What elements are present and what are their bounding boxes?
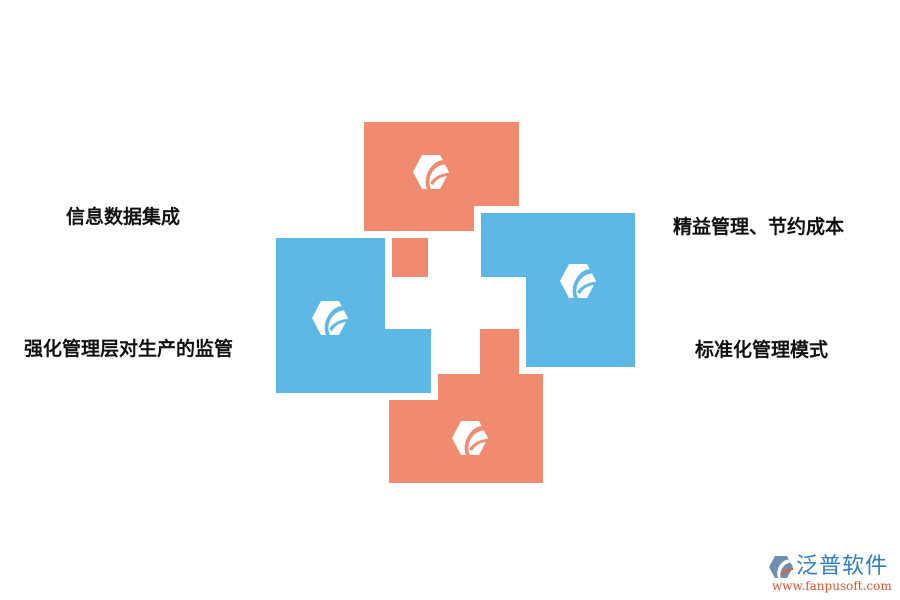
brand-hexagon-icon: [312, 301, 348, 335]
logo-url: www.fanpusoft.com: [772, 579, 892, 593]
brand-hexagon-icon: [413, 155, 449, 189]
label-info-data-integration: 信息数据集成: [66, 206, 181, 228]
fanpu-logo: 泛普软件 www.fanpusoft.com: [768, 553, 898, 593]
left-blue-ext: [385, 329, 431, 393]
small-orange-square: [392, 238, 428, 277]
fanpu-logo-icon: [769, 556, 793, 578]
brand-hexagon-icon: [452, 421, 488, 455]
brand-hexagon-icon: [560, 264, 596, 298]
right-blue-top: [481, 213, 635, 277]
label-strengthen-supervision: 强化管理层对生产的监管: [24, 338, 234, 360]
bottom-orange-step: [438, 374, 543, 401]
label-standardized-mode: 标准化管理模式: [695, 339, 829, 361]
logo-name: 泛普软件: [796, 554, 889, 579]
bottom-orange-tab: [480, 329, 519, 375]
label-lean-management: 精益管理、节约成本: [673, 216, 845, 238]
top-orange-ext: [474, 122, 519, 206]
